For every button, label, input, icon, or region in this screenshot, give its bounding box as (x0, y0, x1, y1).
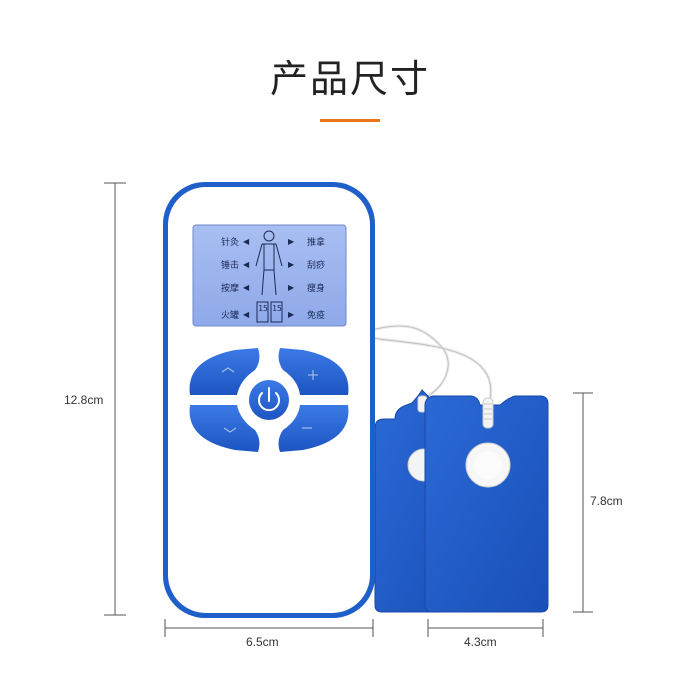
device-height-label: 12.8cm (64, 393, 104, 407)
mode-label-right-4: 免疫 (307, 310, 326, 320)
svg-text:▶: ▶ (288, 310, 295, 319)
power-icon (258, 387, 280, 412)
pad-height-label: 7.8cm (590, 494, 623, 508)
mode-label-left-1: 针灸 (221, 237, 240, 247)
lcd-screen: ◀ ◀ ◀ ◀ ▶ ▶ ▶ ▶ (192, 224, 347, 327)
svg-text:▶: ▶ (288, 237, 295, 246)
body-figure-icon (255, 230, 283, 296)
mode-label-right-2: 刮痧 (307, 260, 326, 270)
electrode-pad-front (424, 395, 549, 613)
svg-text:◀: ◀ (243, 283, 250, 292)
mode-label-right-1: 推拿 (307, 237, 326, 247)
mode-label-right-3: 瘦身 (307, 283, 326, 293)
timer-display (256, 301, 283, 323)
mode-label-left-4: 火罐 (221, 310, 240, 320)
pad-width-label: 4.3cm (464, 635, 497, 649)
mode-up-button[interactable] (189, 348, 260, 395)
mode-label-left-3: 按摩 (221, 283, 240, 293)
device-height-dimension (104, 182, 126, 616)
page-title: 产品尺寸 (269, 59, 430, 101)
pad-height-dimension (573, 392, 593, 613)
control-pad (189, 348, 349, 452)
svg-text:▶: ▶ (288, 283, 295, 292)
timer-value-2: 15 (272, 304, 282, 313)
svg-text:◀: ◀ (243, 310, 250, 319)
timer-value-1: 15 (258, 304, 268, 313)
mode-label-left-2: 锤击 (221, 260, 240, 270)
svg-text:▶: ▶ (288, 260, 295, 269)
device-width-dimension (164, 619, 374, 637)
minus-button[interactable] (278, 405, 349, 452)
svg-text:◀: ◀ (243, 237, 250, 246)
pad-width-dimension (427, 619, 544, 637)
svg-text:◀: ◀ (243, 260, 250, 269)
device-width-label: 6.5cm (246, 635, 279, 649)
title-underline (320, 119, 380, 122)
